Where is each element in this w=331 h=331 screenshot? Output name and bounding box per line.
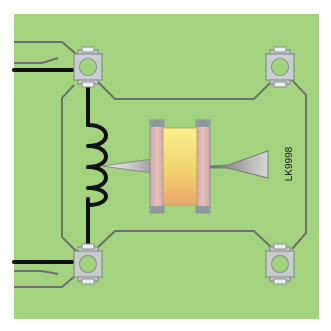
mounting-pad-top-left xyxy=(73,46,103,88)
trace-bottom-left-inner xyxy=(14,270,59,275)
mounting-pad-bottom-left xyxy=(73,243,103,285)
trace-top-left-inner xyxy=(14,57,59,64)
mounting-pad-bottom-right xyxy=(265,243,295,285)
trace-bottom-rail xyxy=(95,230,274,250)
trace-right-rail xyxy=(291,79,307,250)
inductor-coil-icon xyxy=(86,123,108,207)
shaft-pin xyxy=(209,150,269,179)
board-label: LK9998 xyxy=(284,146,295,181)
trace-top-rail xyxy=(95,79,274,100)
trace-left-rail xyxy=(61,84,77,252)
mounting-pad-top-right xyxy=(265,46,295,88)
bobbin-icon xyxy=(149,119,211,214)
